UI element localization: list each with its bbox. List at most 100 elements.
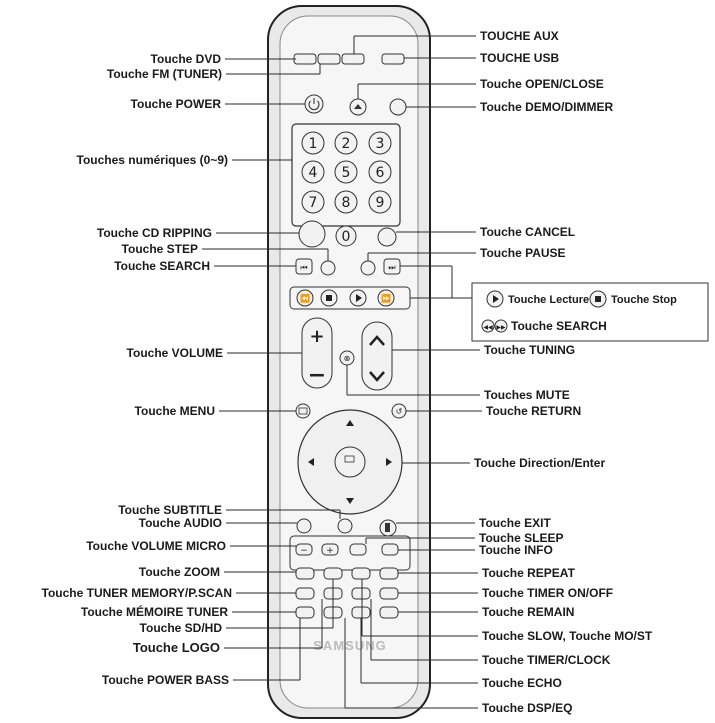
repeat-button[interactable]	[379, 567, 399, 580]
audio-button[interactable]	[296, 518, 312, 534]
label-numeric: Touches numériques (0~9)	[77, 153, 228, 167]
legend-stop-square	[595, 296, 601, 302]
label-info: Touche INFO	[479, 543, 553, 557]
fast-forward-button[interactable]	[377, 289, 395, 307]
digit-1-button[interactable]	[301, 131, 325, 155]
label-volume: Touche VOLUME	[127, 346, 223, 360]
demo-dimmer-button[interactable]	[389, 98, 407, 116]
legend-box	[471, 282, 709, 342]
mic-volume-up-icon: +	[326, 546, 334, 556]
enter-icon	[344, 455, 355, 463]
digit-0-button[interactable]	[335, 225, 357, 247]
label-memoire-tuner: Touche MÉMOIRE TUNER	[81, 604, 228, 619]
rewind-button[interactable]	[296, 289, 314, 307]
label-tuner-memory: Touche TUNER MEMORY/P.SCAN	[42, 586, 232, 600]
aux-button[interactable]	[341, 53, 365, 65]
legend-stop: Touche Stop	[611, 294, 677, 306]
legend-forward-icon	[494, 319, 508, 333]
label-timer-clock: Touche TIMER/CLOCK	[482, 653, 611, 667]
digit-0-label: 0	[342, 229, 351, 245]
mic-volume-down-icon: −	[300, 546, 308, 556]
sd-hd-button[interactable]	[323, 567, 343, 580]
labels-left: Touche DVD Touche FM (TUNER) Touche POWE…	[42, 52, 232, 687]
cd-ripping-button[interactable]	[298, 220, 326, 248]
arrow-down-icon	[346, 498, 354, 504]
menu-button[interactable]	[295, 403, 311, 419]
step-button[interactable]	[320, 260, 336, 276]
label-power-bass: Touche POWER BASS	[102, 673, 229, 687]
tuning-down-icon	[369, 371, 385, 382]
digit-6-label: 6	[376, 165, 385, 181]
mute-icon: ⊗	[344, 354, 351, 363]
label-dsp-eq: Touche DSP/EQ	[482, 701, 572, 715]
usb-button[interactable]	[381, 53, 405, 65]
label-direction: Touche Direction/Enter	[474, 456, 605, 470]
label-step: Touche STEP	[122, 242, 198, 256]
label-echo: Touche ECHO	[482, 676, 562, 690]
echo-button[interactable]	[351, 606, 371, 619]
fm-button[interactable]	[317, 53, 341, 65]
zoom-button[interactable]	[295, 567, 315, 580]
label-menu: Touche MENU	[135, 404, 215, 418]
digit-7-button[interactable]	[301, 190, 325, 214]
skip-forward-icon: ⏭	[388, 263, 395, 272]
remain-button[interactable]	[379, 606, 399, 619]
label-search: Touche SEARCH	[114, 259, 210, 273]
exit-icon	[385, 523, 390, 532]
legend-play-triangle	[493, 295, 499, 303]
legend-search: Touche SEARCH	[511, 319, 607, 333]
label-aux: TOUCHE AUX	[480, 29, 559, 43]
tuner-memory-button[interactable]	[295, 587, 315, 600]
label-cancel: Touche CANCEL	[480, 225, 575, 239]
cancel-button[interactable]	[377, 227, 397, 247]
leader-lines-right	[344, 35, 482, 709]
labels-right: TOUCHE AUX TOUCHE USB Touche OPEN/CLOSE …	[474, 29, 653, 715]
label-usb: TOUCHE USB	[480, 51, 559, 65]
label-return: Touche RETURN	[486, 404, 581, 418]
digit-9-button[interactable]	[368, 190, 392, 214]
pause-button[interactable]	[360, 260, 376, 276]
digit-5-label: 5	[342, 165, 351, 181]
digit-8-button[interactable]	[334, 190, 358, 214]
dvd-button[interactable]	[293, 53, 317, 65]
label-sleep: Touche SLEEP	[479, 531, 563, 545]
label-open-close: Touche OPEN/CLOSE	[480, 77, 604, 91]
tuning-up-icon	[369, 335, 385, 346]
digit-4-button[interactable]	[301, 160, 325, 184]
rewind-icon: ⏪	[300, 293, 310, 303]
sleep-button[interactable]	[349, 543, 367, 556]
arrow-left-icon	[308, 458, 314, 466]
power-bass-button[interactable]	[295, 606, 315, 619]
label-exit: Touche EXIT	[479, 516, 551, 530]
volume-down-icon: −	[308, 363, 326, 388]
digit-3-label: 3	[376, 136, 385, 152]
arrow-right-icon	[386, 458, 392, 466]
digit-5-button[interactable]	[334, 160, 358, 184]
digit-8-label: 8	[342, 195, 351, 211]
timer-clock-button[interactable]	[351, 587, 371, 600]
digit-6-button[interactable]	[368, 160, 392, 184]
label-mute: Touches MUTE	[484, 388, 570, 402]
label-repeat: Touche REPEAT	[482, 566, 576, 580]
label-tuning: Touche TUNING	[484, 343, 575, 357]
slow-button[interactable]	[351, 567, 371, 580]
label-fm: Touche FM (TUNER)	[107, 67, 222, 81]
label-volume-micro: Touche VOLUME MICRO	[86, 539, 226, 553]
digit-2-button[interactable]	[334, 131, 358, 155]
label-slow: Touche SLOW, Touche MO/ST	[482, 629, 653, 643]
subtitle-button[interactable]	[337, 518, 353, 534]
digit-1-label: 1	[309, 136, 318, 152]
arrow-up-icon	[346, 420, 354, 426]
digit-3-button[interactable]	[368, 131, 392, 155]
digit-7-label: 7	[309, 195, 318, 211]
info-button[interactable]	[381, 543, 399, 556]
label-pause: Touche PAUSE	[480, 246, 566, 260]
mic-volume-down-button[interactable]	[295, 543, 313, 556]
label-remain: Touche REMAIN	[482, 605, 574, 619]
mic-volume-up-button[interactable]	[321, 543, 339, 556]
label-subtitle: Touche SUBTITLE	[118, 503, 222, 517]
transport-legend: Touche Lecture Touche Stop ◀◀ ▶▶ Touche …	[471, 282, 709, 342]
timer-onoff-button[interactable]	[379, 587, 399, 600]
